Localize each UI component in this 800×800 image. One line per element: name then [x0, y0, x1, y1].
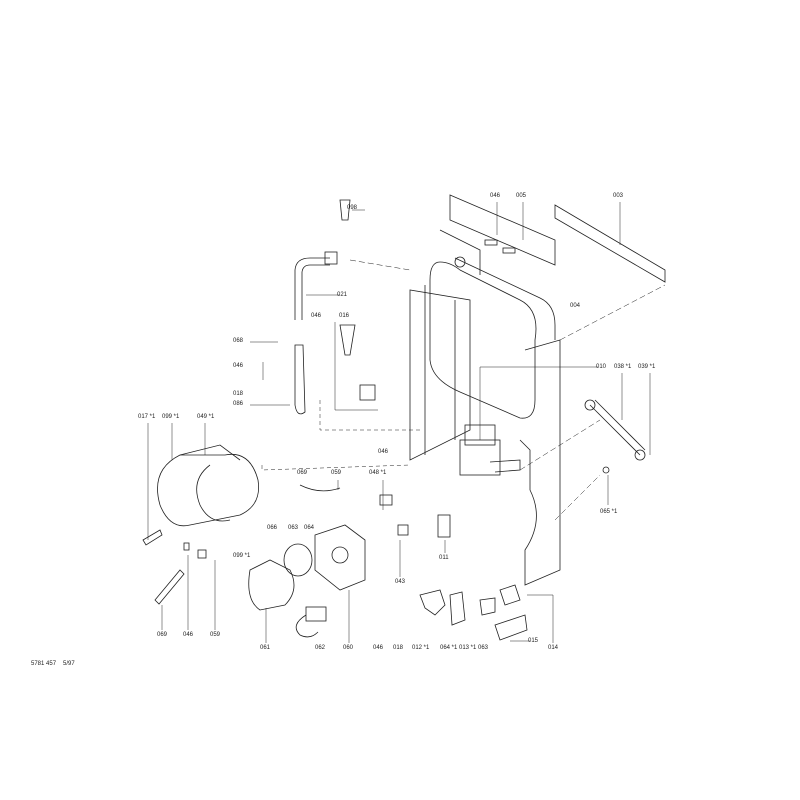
part-label-048: 048 *1	[369, 470, 387, 476]
part-label-004: 004	[570, 303, 581, 309]
rail-003	[554, 204, 666, 283]
part-label-099: 099 *1	[233, 553, 251, 559]
part-label-063: 063	[478, 645, 489, 651]
part-label-059: 059	[210, 632, 221, 638]
pipe-021	[294, 199, 351, 415]
part-label-039: 039 *1	[638, 364, 656, 370]
part-label-021: 021	[337, 292, 348, 298]
part-label-046: 046	[373, 645, 384, 651]
gas-valve	[459, 424, 521, 476]
part-label-014: 014	[548, 645, 559, 651]
part-label-069: 069	[297, 470, 308, 476]
part-label-012: 012 *1	[412, 645, 430, 651]
part-label-046: 046	[233, 363, 244, 369]
bypass-arm	[584, 399, 646, 474]
part-label-046: 046	[183, 632, 194, 638]
part-label-003: 003	[613, 193, 624, 199]
part-label-069: 069	[157, 632, 168, 638]
part-label-062: 062	[315, 645, 326, 651]
document-date: 5/97	[63, 661, 75, 667]
part-label-046: 046	[311, 313, 322, 319]
part-label-010: 010	[596, 364, 607, 370]
part-label-018: 018	[233, 391, 244, 397]
part-label-046: 046	[490, 193, 501, 199]
part-label-099: 099 *1	[162, 414, 180, 420]
part-label-013: 013 *1	[459, 645, 477, 651]
part-label-018: 018	[393, 645, 404, 651]
part-label-015: 015	[528, 638, 539, 644]
part-label-061: 061	[260, 645, 271, 651]
part-label-098: 098	[347, 205, 358, 211]
part-label-060: 060	[343, 645, 354, 651]
bottom-fittings	[379, 494, 528, 641]
expansion-vessel	[429, 256, 556, 419]
frame-panel	[409, 285, 561, 586]
document-number: 5781 457	[31, 661, 57, 667]
part-label-016: 016	[339, 313, 350, 319]
part-label-068: 068	[233, 338, 244, 344]
part-label-038: 038 *1	[614, 364, 632, 370]
part-label-043: 043	[395, 579, 406, 585]
part-label-046: 046	[378, 449, 389, 455]
heat-exchanger	[157, 444, 259, 527]
part-label-086: 086	[233, 401, 244, 407]
part-label-066: 066	[267, 525, 278, 531]
part-label-065: 065 *1	[600, 509, 618, 515]
bracket-005	[439, 194, 556, 275]
part-label-011: 011	[439, 555, 449, 561]
small-parts-left	[142, 324, 376, 605]
part-label-017: 017 *1	[138, 414, 156, 420]
part-label-005: 005	[516, 193, 527, 199]
part-label-064: 064 *1	[440, 645, 458, 651]
part-label-063: 063	[288, 525, 299, 531]
part-label-049: 049 *1	[197, 414, 215, 420]
part-label-059: 059	[331, 470, 342, 476]
part-label-064: 064	[304, 525, 315, 531]
leader-lines	[147, 202, 666, 643]
pump-assembly	[248, 524, 366, 638]
